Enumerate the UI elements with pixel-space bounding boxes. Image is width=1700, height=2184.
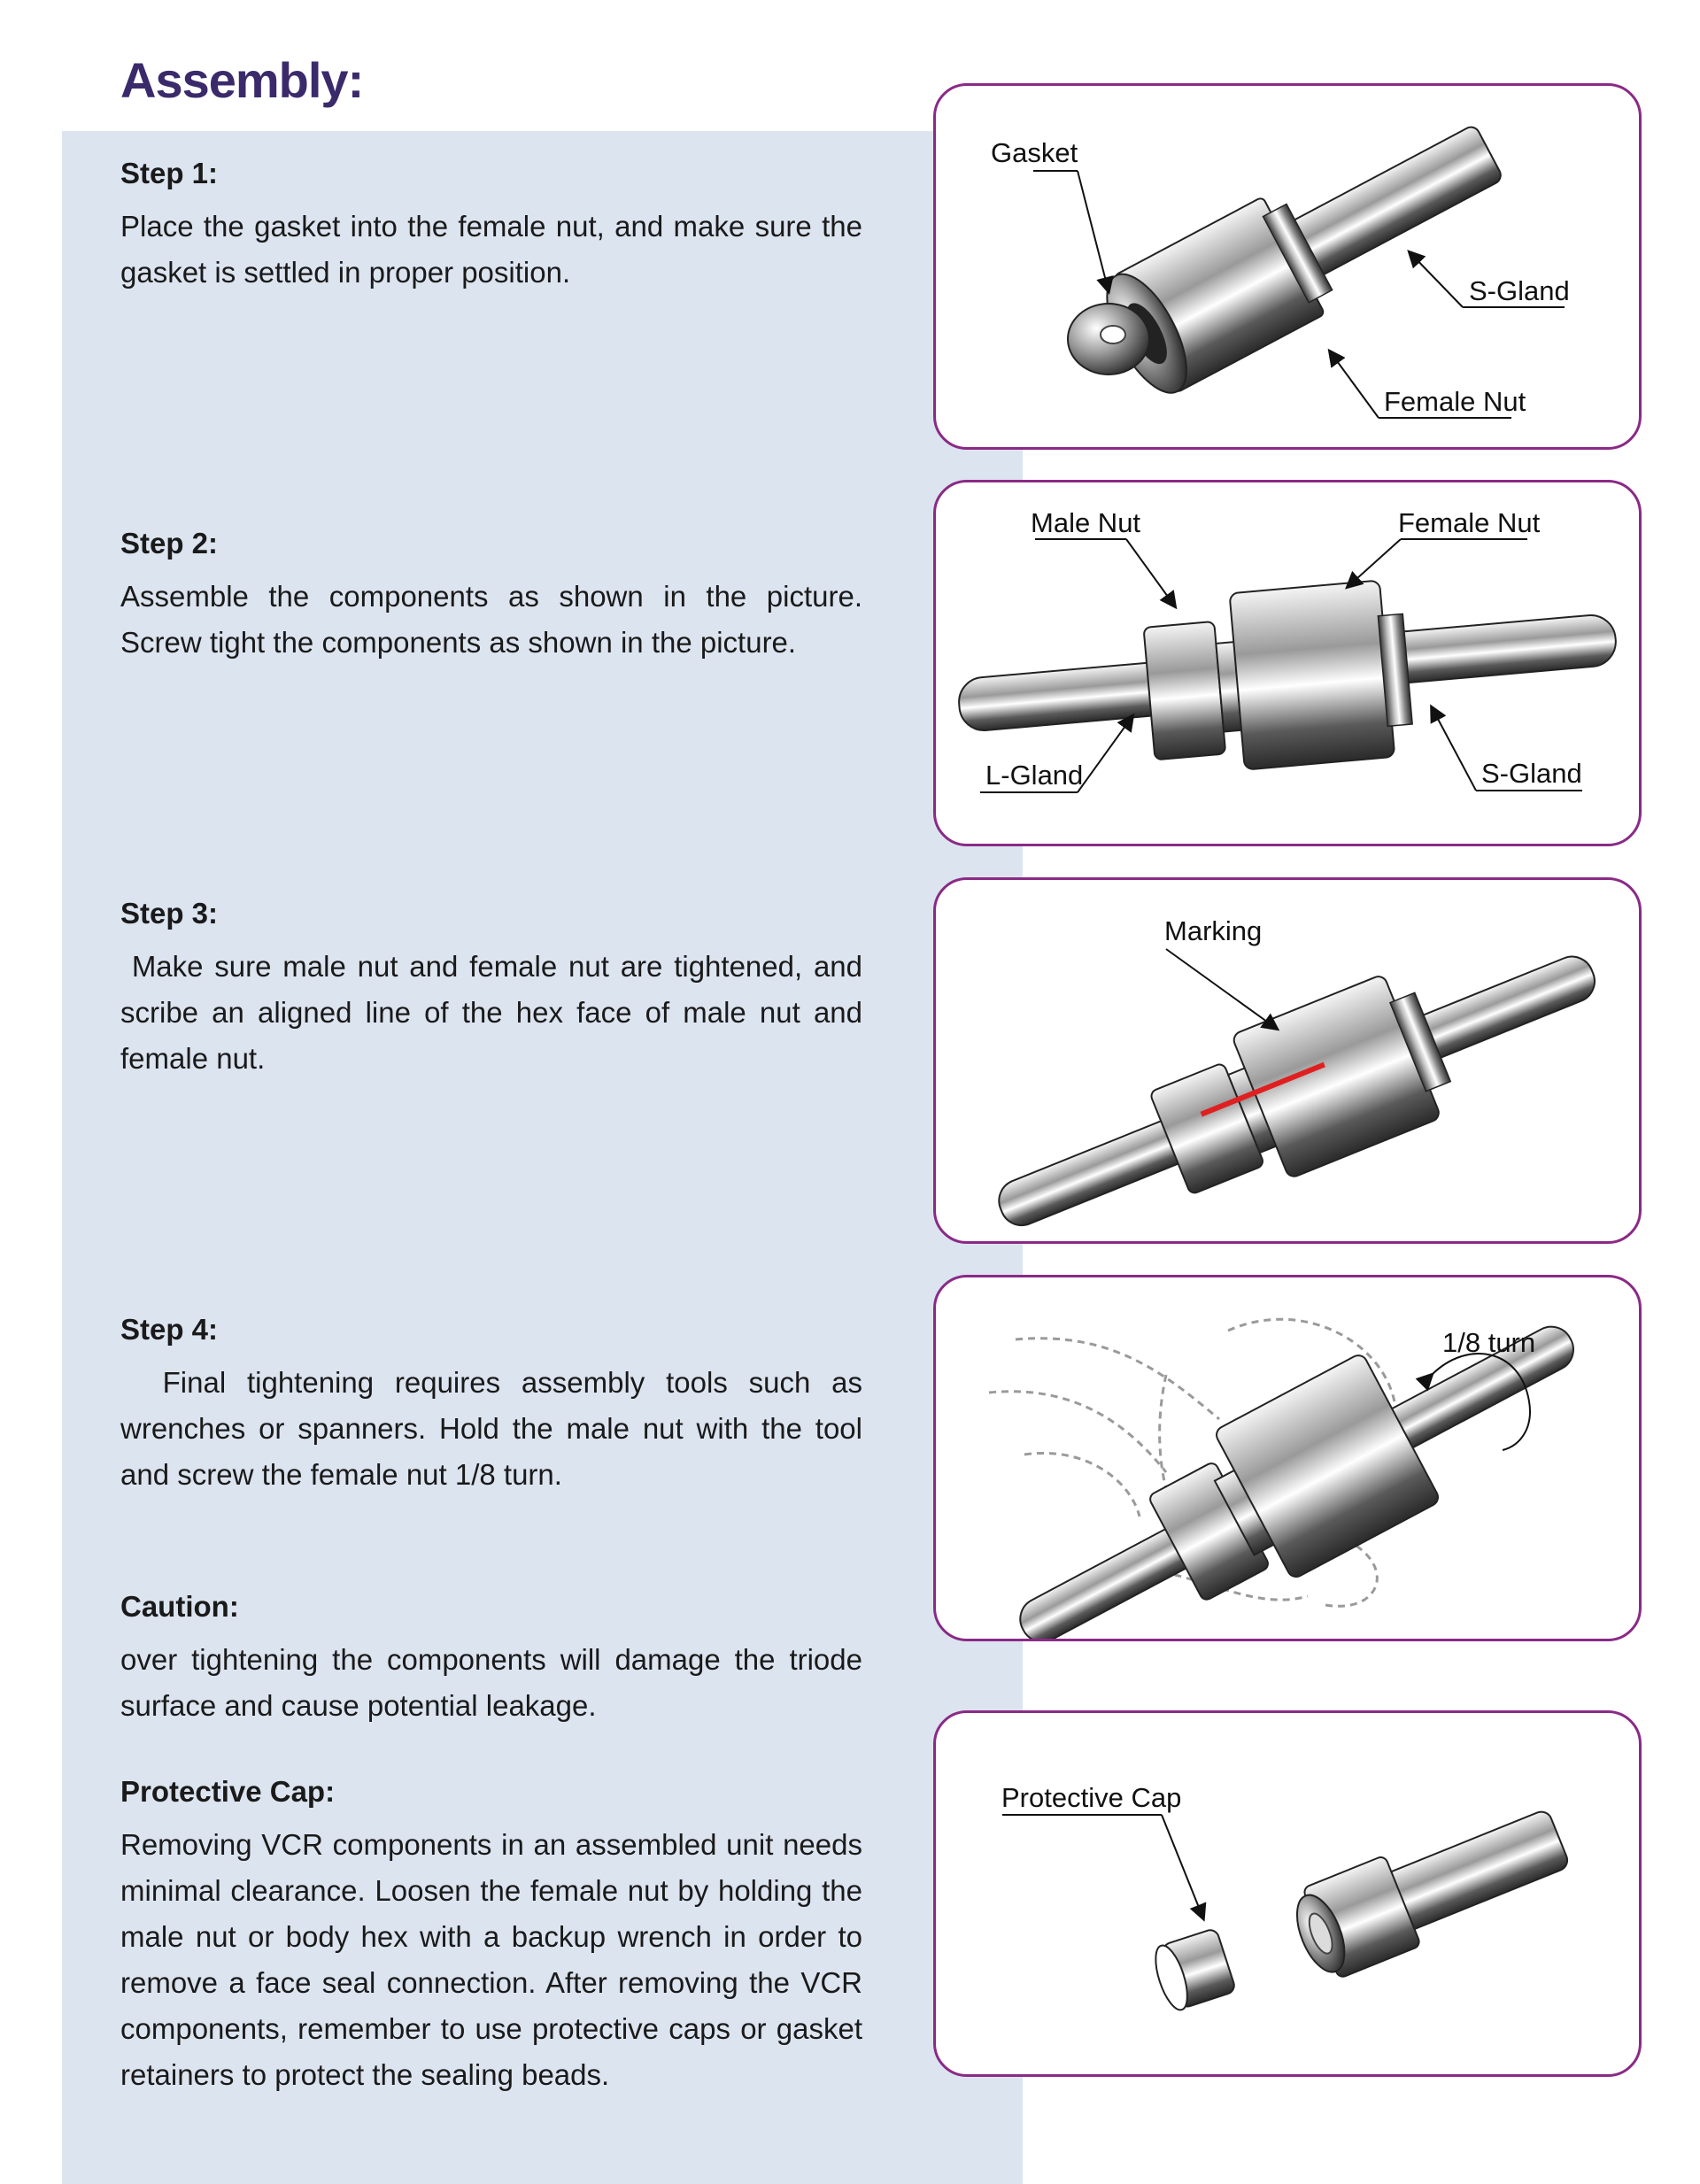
step-4: Step 4: Final tightening requires assemb… (120, 1310, 862, 1498)
step-3-text: Make sure male nut and female nut are ti… (120, 950, 863, 1075)
label-turn: 1/8 turn (1442, 1327, 1535, 1358)
step-3-heading: Step 3: (120, 897, 219, 930)
protective-cap-heading: Protective Cap: (120, 1775, 336, 1808)
gasket-female-nut-illustration: Gasket S-Gland Female Nut (991, 126, 1570, 419)
male-female-nut-assembly-illustration: Male Nut Female Nut L-Gland S-Gland (958, 507, 1617, 793)
label-gasket: Gasket (991, 137, 1078, 168)
caution-section: Caution: over tightening the components … (120, 1587, 862, 1729)
step-4-heading: Step 4: (120, 1313, 219, 1346)
label-female-nut: Female Nut (1398, 507, 1541, 538)
step-1: Step 1: Place the gasket into the female… (120, 154, 862, 296)
step-2-heading: Step 2: (120, 527, 219, 560)
label-marking: Marking (1164, 915, 1262, 946)
marking-line-illustration: Marking (998, 915, 1596, 1227)
figure-step-1: Gasket S-Gland Female Nut (933, 83, 1642, 450)
step-1-text: Place the gasket into the female nut, an… (120, 210, 862, 289)
label-l-gland: L-Gland (985, 760, 1083, 791)
figure-protective-cap: Protective Cap (933, 1710, 1642, 2077)
step-2-text: Assemble the components as shown in the … (120, 580, 862, 659)
protective-cap-illustration: Protective Cap (1001, 1782, 1569, 2011)
figure-step-3: Marking (933, 877, 1642, 1244)
final-tightening-illustration: 1/8 turn (988, 1317, 1574, 1639)
protective-cap-text: Removing VCR components in an assembled … (120, 1828, 862, 2091)
step-1-heading: Step 1: (120, 157, 219, 189)
label-s-gland: S-Gland (1469, 275, 1570, 306)
step-3: Step 3: Make sure male nut and female nu… (120, 894, 862, 1082)
label-s-gland: S-Gland (1481, 758, 1582, 789)
page-title: Assembly: (120, 52, 364, 108)
step-2: Step 2: Assemble the components as shown… (120, 524, 862, 666)
label-female-nut: Female Nut (1384, 386, 1526, 417)
caution-text: over tightening the components will dama… (120, 1643, 862, 1722)
label-male-nut: Male Nut (1031, 507, 1140, 538)
step-4-text: Final tightening requires assembly tools… (120, 1366, 862, 1491)
figure-step-4: 1/8 turn (933, 1275, 1642, 1641)
text-panel-background (62, 131, 1023, 2184)
caution-heading: Caution: (120, 1590, 239, 1623)
protective-cap-section: Protective Cap: Removing VCR components … (120, 1772, 862, 2098)
label-protective-cap: Protective Cap (1001, 1782, 1181, 1813)
figure-step-2: Male Nut Female Nut L-Gland S-Gland (933, 480, 1642, 846)
